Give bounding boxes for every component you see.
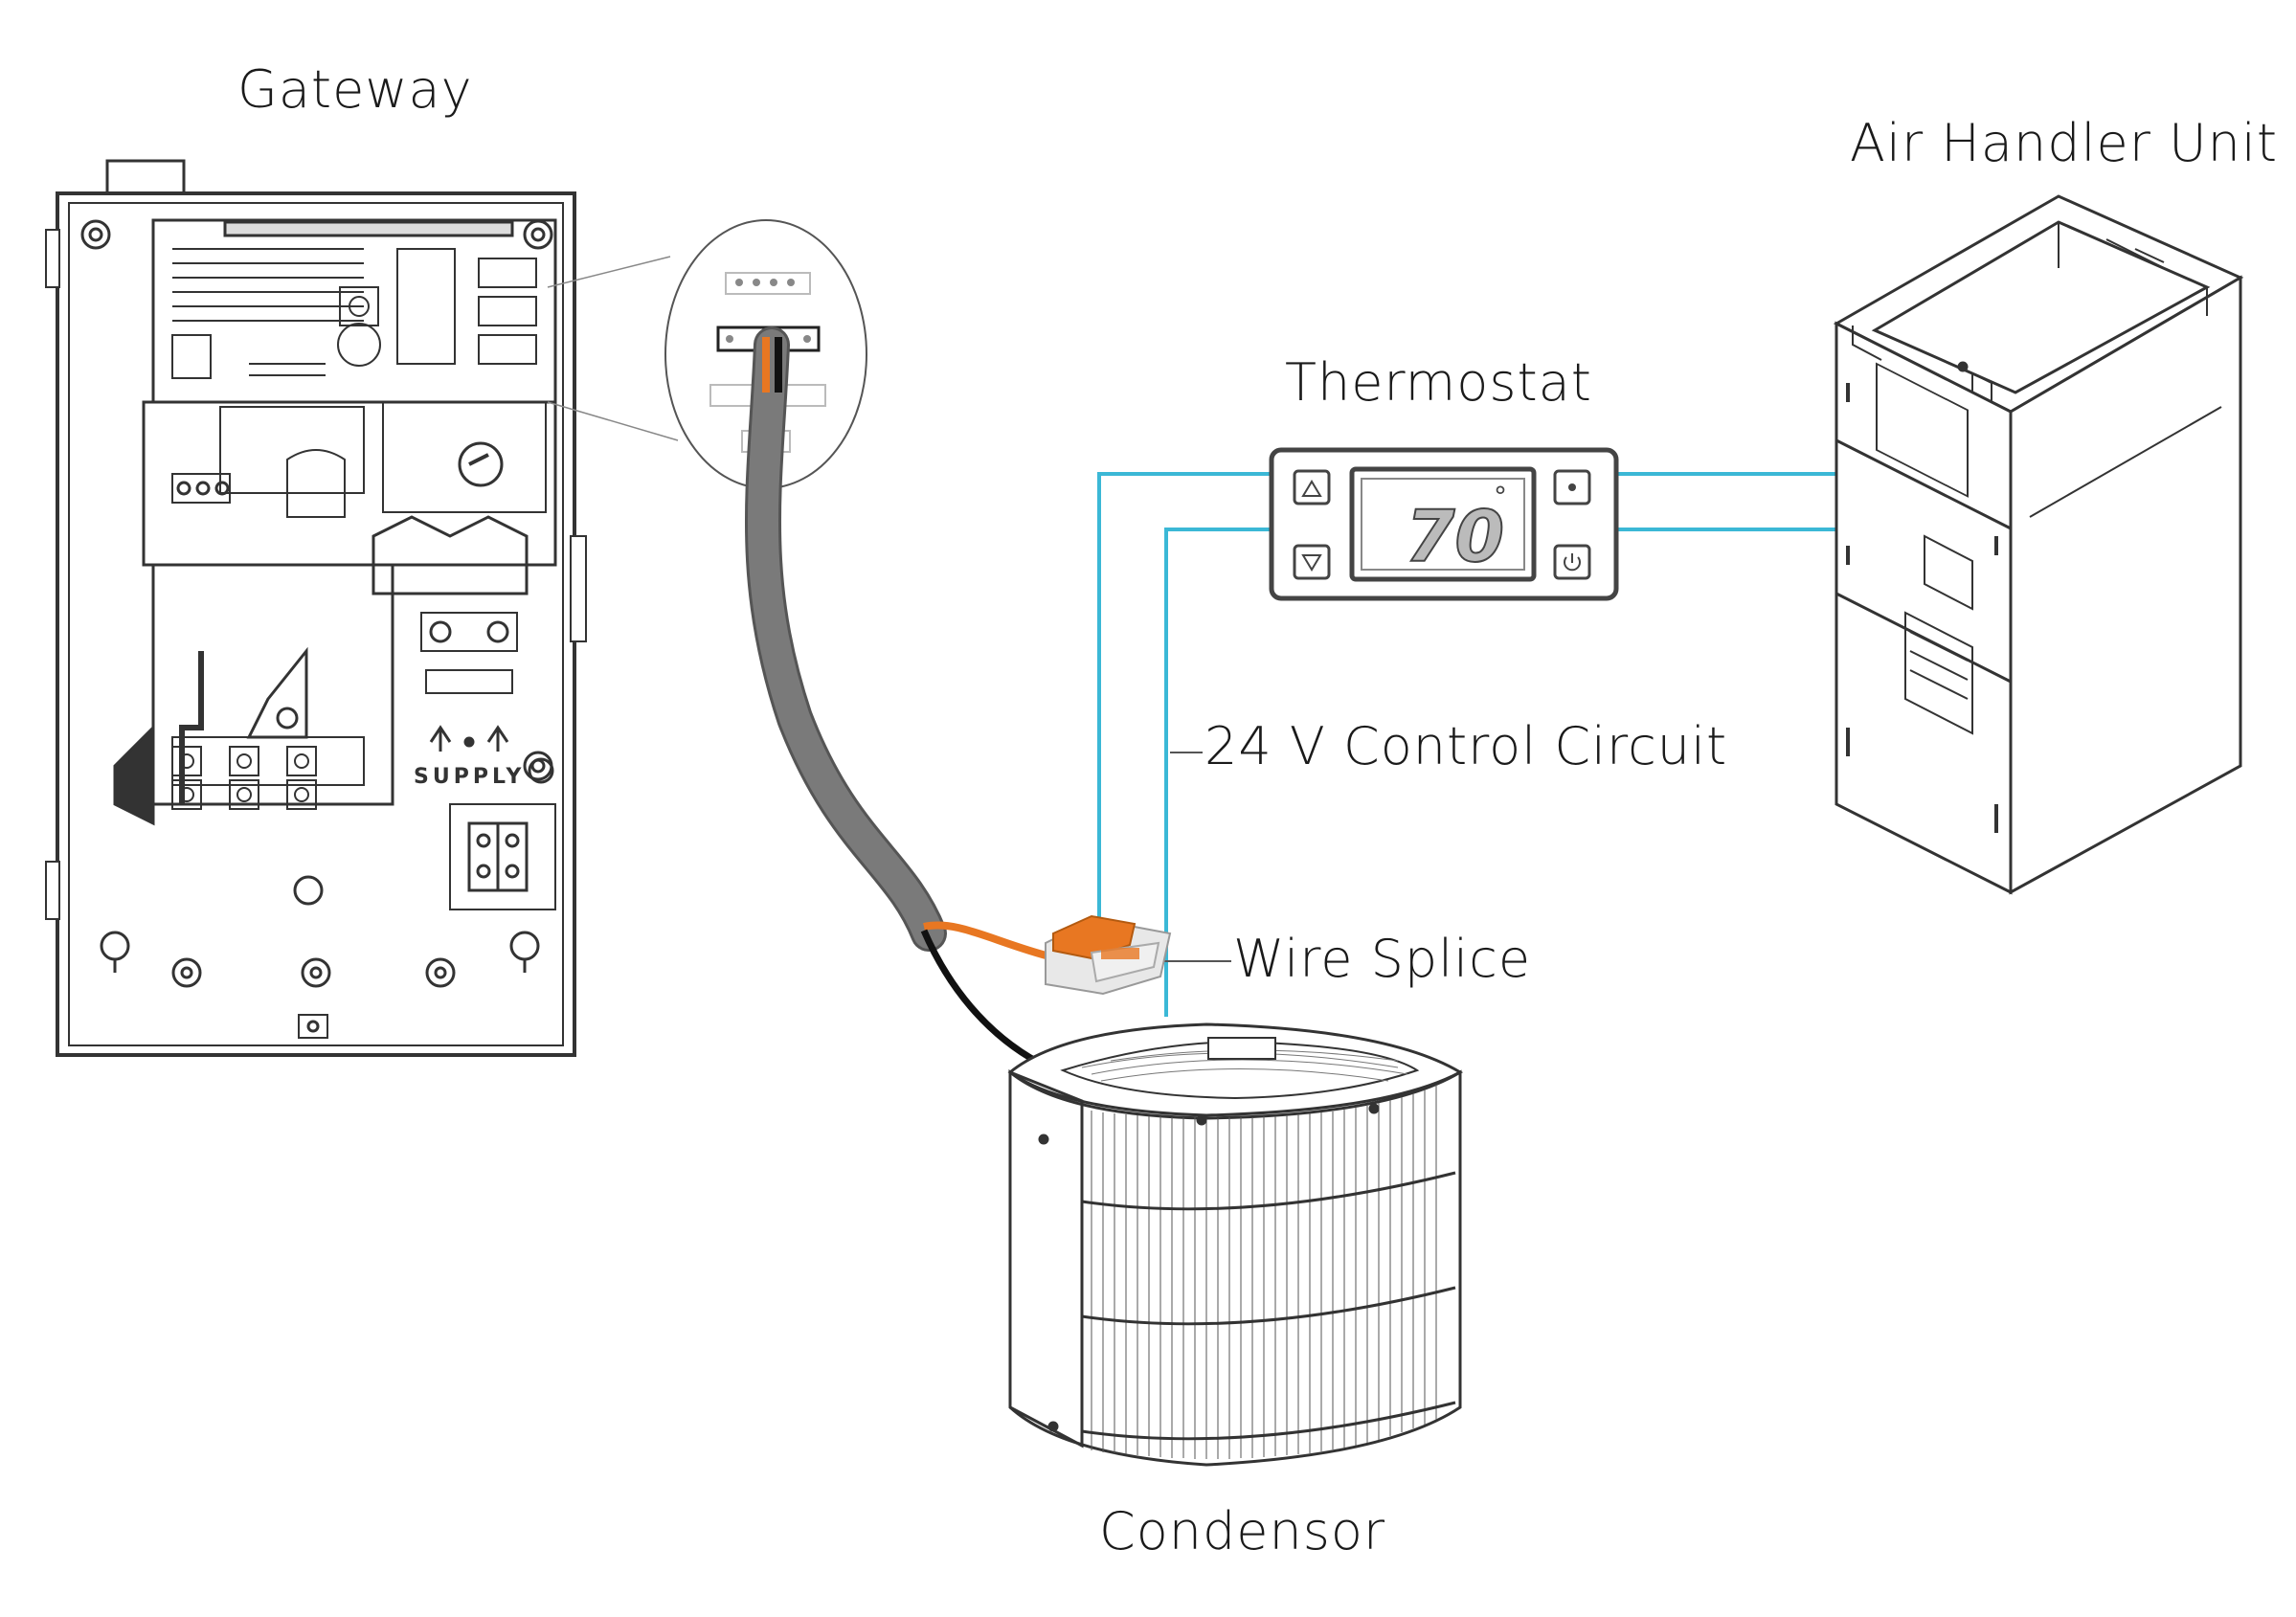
orange-wire [923,921,1054,961]
wire-splice-label: Wire Splice [1233,929,1532,989]
thermostat [1269,447,1619,601]
thermostat-temperature: 70 [1406,496,1504,578]
up-arrow-icon [1301,480,1322,497]
condensor-label: Condensor [1099,1501,1386,1561]
dot-icon [1568,483,1576,491]
control-circuit-label: 24 V Control Circuit [1204,716,1728,776]
gateway-panel [45,159,587,1057]
wire-splice [1045,914,1172,996]
power-icon [1564,553,1581,572]
black-wire [920,929,1041,1067]
condensor [1007,1022,1464,1467]
thermostat-label: Thermostat [1285,352,1592,413]
gateway-supply-text: SUPPLY [414,765,525,789]
thermostat-degree: ° [1494,481,1507,512]
down-arrow-icon [1301,554,1322,572]
air-handler-unit [1833,194,2244,895]
control-wires [1097,472,1836,1017]
air-handler-label: Air Handler Unit [1850,113,2279,173]
gateway-label: Gateway [237,59,473,120]
zoom-callout-lines [547,256,679,441]
